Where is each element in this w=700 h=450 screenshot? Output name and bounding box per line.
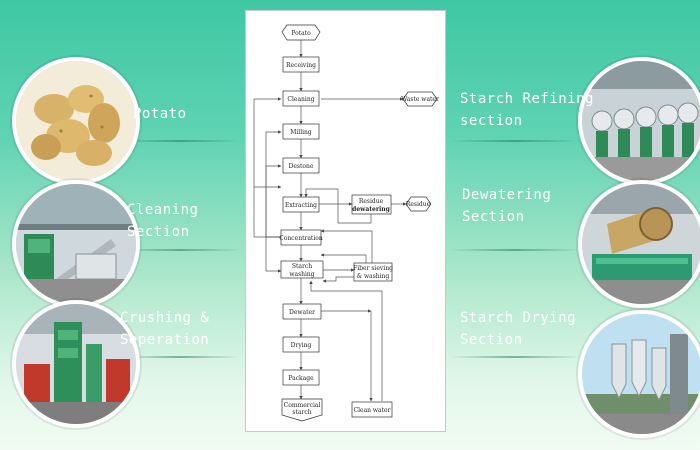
starch-drying-label: Starch Drying Section bbox=[460, 307, 576, 351]
receiving-node bbox=[282, 56, 320, 73]
residue-dewatering-line2: dewatering bbox=[352, 206, 390, 213]
extracting-node bbox=[282, 196, 320, 213]
starch-drying-photo bbox=[578, 310, 700, 438]
residue-dewatering-node bbox=[351, 194, 392, 215]
potato-photo bbox=[12, 57, 140, 185]
cleaning-label-line2: Section bbox=[127, 224, 190, 240]
milling-text: Milling bbox=[290, 129, 312, 136]
dewater-text: Dewater bbox=[289, 309, 315, 316]
clean-water-node bbox=[351, 401, 393, 418]
extracting-text: Extracting bbox=[285, 202, 317, 209]
commercial-starch-node bbox=[281, 398, 323, 422]
waste-water-node bbox=[402, 91, 438, 107]
concentration-text: Concentration bbox=[279, 235, 323, 242]
drying-label-line2: Section bbox=[460, 332, 523, 348]
crushing-separation-label: Crushing & Seperation bbox=[120, 307, 209, 351]
residue-dewatering-line1: Residue bbox=[359, 198, 384, 205]
clean-water-text: Clean water bbox=[354, 407, 391, 414]
cleaning-node bbox=[282, 90, 320, 107]
destone-node bbox=[282, 157, 320, 174]
process-flowchart: Potato Receiving Cleaning Waste water Mi… bbox=[245, 10, 446, 432]
crushing-label-line2: Seperation bbox=[120, 332, 210, 348]
residue-text: Residue bbox=[406, 201, 431, 208]
divider-line bbox=[120, 249, 240, 251]
dewatering-section-photo bbox=[578, 180, 700, 308]
refining-label-line2: section bbox=[460, 113, 523, 129]
refining-label-line1: Starch Refining bbox=[460, 91, 594, 107]
divider-line bbox=[450, 249, 580, 251]
starch-washing-node bbox=[280, 260, 324, 279]
drying-label-line1: Starch Drying bbox=[460, 310, 577, 326]
starch-washing-line1: Starch bbox=[292, 263, 312, 270]
divider-line bbox=[450, 356, 580, 358]
dewatering-label-line2: Section bbox=[462, 209, 525, 225]
fiber-sieving-node bbox=[353, 262, 393, 282]
cleaning-section-label: Cleaning Section bbox=[127, 199, 198, 243]
drying-text: Drying bbox=[291, 342, 312, 349]
starch-refining-photo bbox=[578, 57, 700, 185]
starch-refining-label: Starch Refining section bbox=[460, 88, 594, 132]
residue-node bbox=[405, 196, 432, 212]
dewater-node bbox=[282, 303, 322, 320]
divider-line bbox=[120, 356, 240, 358]
package-node bbox=[282, 369, 320, 386]
potato-node bbox=[281, 24, 321, 41]
potato-label-text: Potato bbox=[133, 106, 187, 122]
starch-washing-line2: washing bbox=[289, 271, 314, 278]
waste-water-text: Waste water bbox=[401, 96, 439, 103]
dewatering-label-line1: Dewatering bbox=[462, 187, 552, 203]
milling-node bbox=[282, 123, 320, 140]
fiber-sieving-line2: & washing bbox=[357, 273, 390, 280]
package-text: Package bbox=[288, 375, 314, 382]
crushing-label-line1: Crushing & bbox=[120, 310, 210, 326]
crushing-separation-photo bbox=[12, 300, 140, 428]
concentration-node bbox=[280, 229, 322, 246]
fiber-sieving-line1: Fiber sieving bbox=[353, 265, 393, 272]
cleaning-label-line1: Cleaning bbox=[127, 202, 199, 218]
divider-line bbox=[120, 140, 240, 142]
potato-text: Potato bbox=[291, 30, 311, 37]
cleaning-text: Cleaning bbox=[287, 96, 314, 103]
commercial-starch-line1: Commercial bbox=[284, 402, 321, 409]
divider-line bbox=[450, 140, 580, 142]
cleaning-section-photo bbox=[12, 180, 140, 308]
commercial-starch-line2: starch bbox=[292, 409, 311, 416]
receiving-text: Receiving bbox=[286, 62, 316, 69]
potato-label: Potato bbox=[133, 103, 187, 125]
destone-text: Destone bbox=[289, 163, 314, 170]
dewatering-section-label: Dewatering Section bbox=[462, 184, 551, 228]
drying-node bbox=[282, 336, 320, 353]
